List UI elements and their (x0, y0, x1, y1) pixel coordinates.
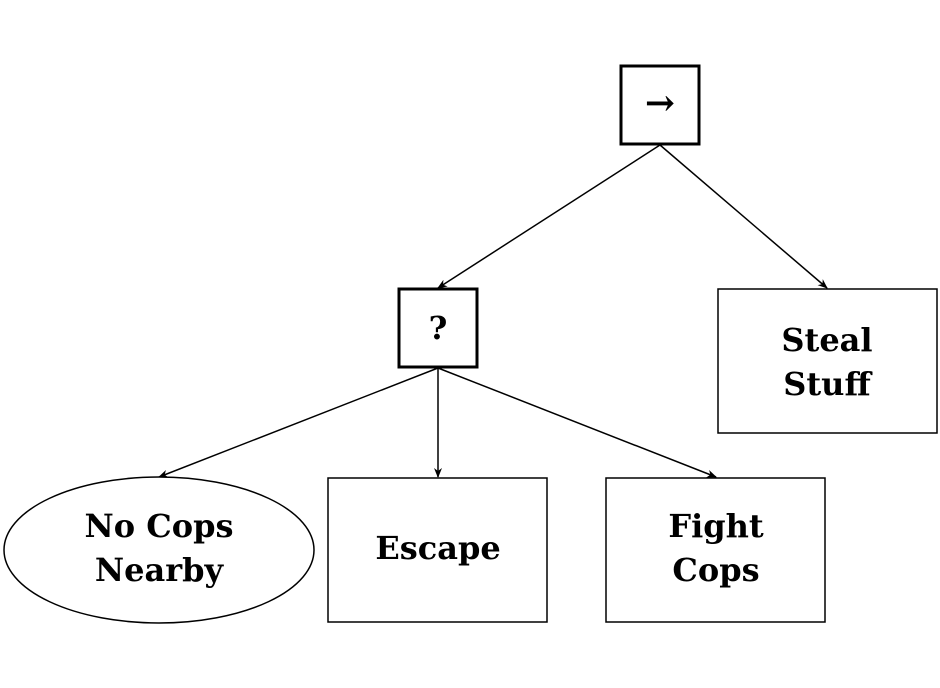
fight-cops-label-line-2: Cops (672, 551, 759, 589)
edge-fallback-to-fight-cops (437, 367, 717, 478)
fallback-node: ? (397, 287, 479, 369)
no-cops-nearby-label-line-2: Nearby (95, 551, 225, 589)
fallback-node-symbol: ? (429, 309, 448, 347)
no-cops-nearby-condition-node: No Cops Nearby (3, 476, 315, 624)
edge-fallback-to-no-cops-nearby (158, 367, 439, 478)
sequence-node-symbol: → (645, 82, 675, 124)
sequence-node: → (619, 64, 701, 146)
steal-stuff-label-line-2: Stuff (783, 365, 872, 403)
fight-cops-label-line-1: Fight (668, 507, 764, 545)
edge-sequence-to-fallback (437, 144, 661, 289)
steal-stuff-action-node: Steal Stuff (717, 288, 938, 434)
fight-cops-action-node: Fight Cops (605, 477, 826, 623)
steal-stuff-label-line-1: Steal (781, 321, 872, 359)
edges (158, 144, 828, 478)
edge-sequence-to-steal-stuff (659, 144, 828, 289)
escape-action-node: Escape (327, 477, 548, 623)
escape-label: Escape (375, 529, 500, 567)
no-cops-nearby-label-line-1: No Cops (85, 507, 234, 545)
